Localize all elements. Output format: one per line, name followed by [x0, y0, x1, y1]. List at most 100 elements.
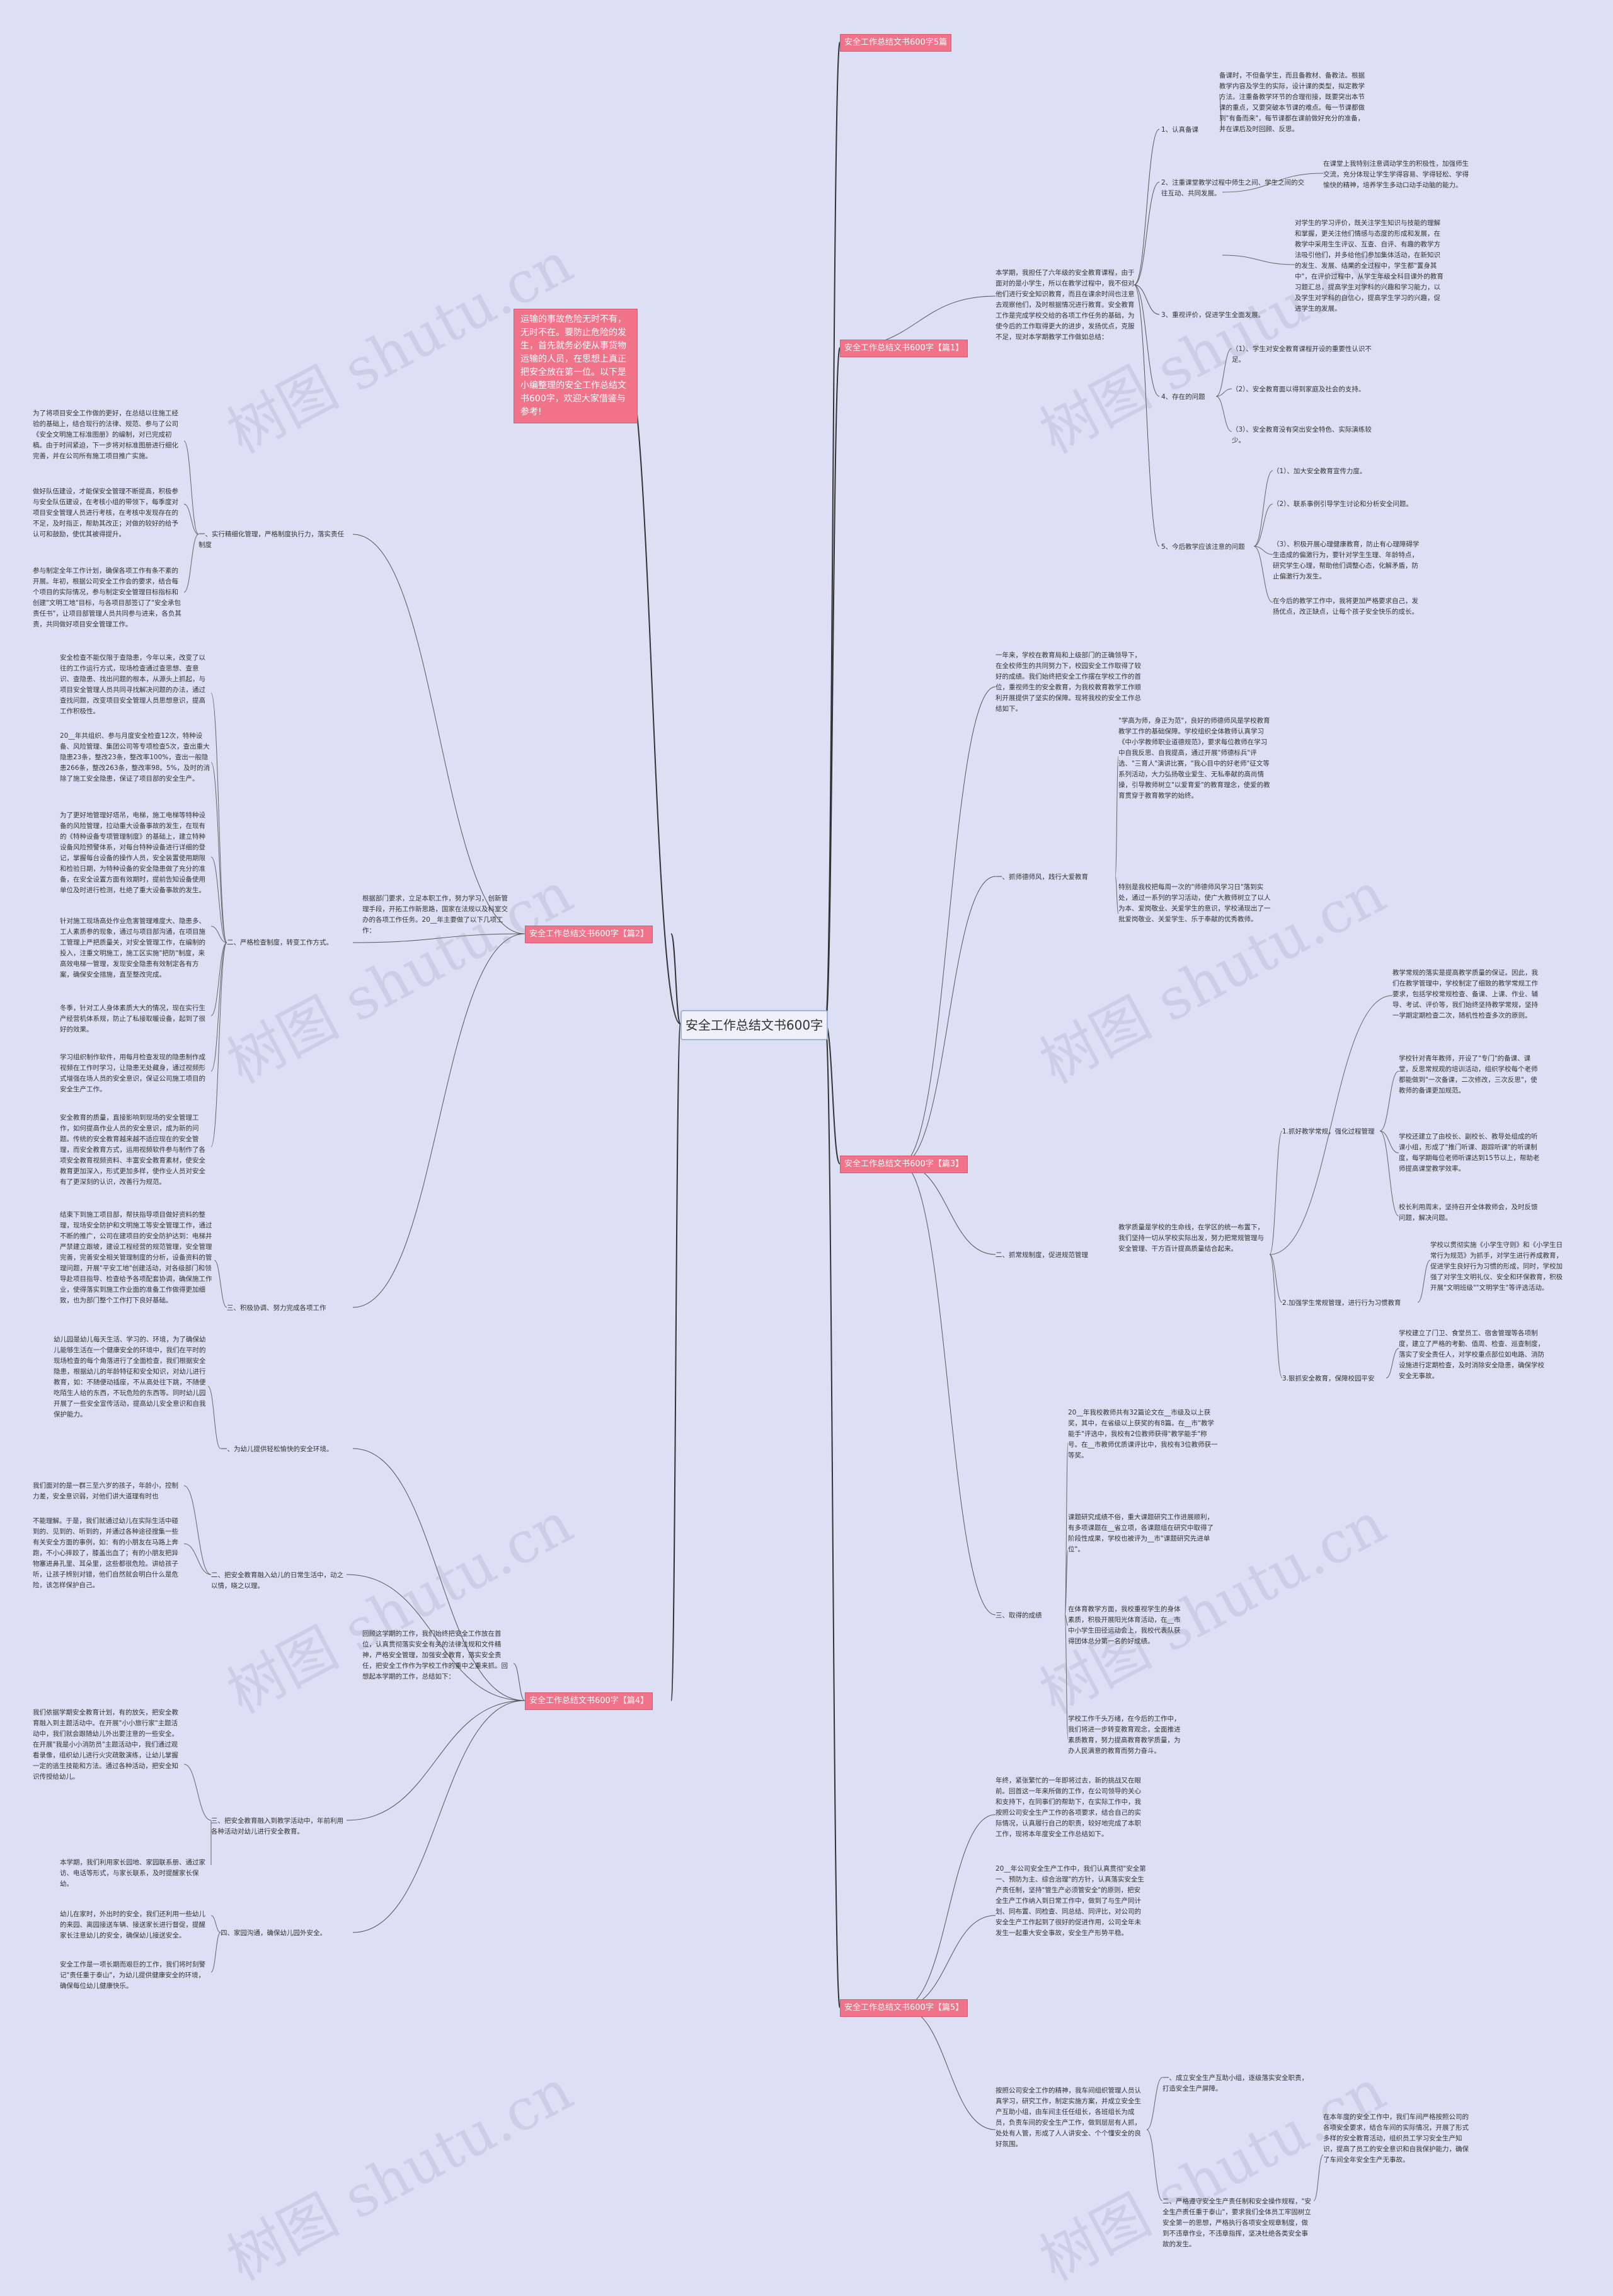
- b2-s2-para-6: 学习组织制作软件，用每月检查发现的隐患制作成视频在工作时学习，让隐患无处藏身，通…: [60, 1053, 205, 1093]
- b3-s2-sub1-link-0: [1379, 1071, 1399, 1132]
- root-topic[interactable]: 安全工作总结文书600字: [680, 1010, 828, 1040]
- b4-link-3: [352, 1700, 525, 1933]
- b1-link-0: [1134, 129, 1160, 285]
- b3-link-1: [900, 876, 996, 1164]
- b3-s3-link-2: [1064, 1614, 1069, 1626]
- b4-s2-link-1: [183, 1543, 212, 1575]
- b4-intro: 回顾这学期的工作，我们始终把安全工作放在首位，认真贯彻落实安全有关的法律法规和文…: [362, 1630, 508, 1680]
- b1-item-3-detail: 对学生的学习评价，既关注学生知识与技能的理解和掌握，更关注他们情感与态度的形成和…: [1295, 219, 1444, 313]
- b3-s3-para-4: 学校工作千头万绪，在今后的工作中，我们将进一步转变教育观念，全面推进素质教育，努…: [1068, 1715, 1181, 1755]
- b5-para-2: 20__年公司安全生产工作中，我们认真贯彻"安全第一、预防为主、综合治理"的方针…: [996, 1865, 1146, 1937]
- b2-link-0: [352, 534, 525, 934]
- b2-s2-para-2: 20__年共组织、参与月度安全检查12次，特种设备、风险管理、集团公司等专项检查…: [60, 732, 210, 783]
- b3-s2-sub-2: 2.加强学生常规管理，进行行为习惯教育: [1282, 1299, 1401, 1307]
- b5-s2-para-link: [1313, 2154, 1324, 2201]
- b2-s1-para-3: 参与制定全年工作计划，确保各项工作有条不紊的开展。年初，根据公司安全工作会的要求…: [33, 567, 181, 628]
- b1-intro: 本学期，我担任了六年级的安全教育课程，由于面对的是小学生，所以在教学过程中，我不…: [996, 269, 1135, 341]
- b1-sub-link-1: [1222, 173, 1324, 193]
- b5-link-0: [900, 1814, 996, 2008]
- branch-5[interactable]: 安全工作总结文书600字【篇5】: [840, 1999, 968, 2017]
- b2-s1-link-2: [183, 534, 199, 593]
- b3-link-0: [900, 686, 996, 1164]
- b3-s1-para-2: 特别是我校把每周一次的"师德师风学习日"落到实处，通过一系列的学习活动，使广大教…: [1118, 883, 1271, 923]
- b3-s3-link-3: [1064, 1614, 1069, 1740]
- root-link-left-0: [670, 933, 681, 1025]
- branch-2[interactable]: 安全工作总结文书600字【篇2】: [525, 926, 653, 943]
- b3-s1-link-0: [1115, 755, 1119, 877]
- intro-note[interactable]: 运输的事故危险无时不有，无时不在。要防止危险的发生，首先就务必使从事货物运输的人…: [514, 309, 638, 423]
- b3-s3-para-1: 20__年我校教师共有32篇论文在__市级及以上获奖，其中，在省级以上获奖的有8…: [1068, 1409, 1218, 1459]
- b2-section-1: 一、实行精细化管理，严格制度执行力，落实责任制度: [198, 531, 344, 549]
- b2-section-2: 二、严格检查制度，转变工作方式。: [227, 939, 333, 946]
- b1-item-3: 3、重视评价，促进学生全面发展。: [1161, 311, 1265, 319]
- b1-item-4-sub1: （1）、学生对安全教育课程开设的重要性认识不足。: [1232, 345, 1372, 364]
- b2-s2-link-6: [210, 942, 227, 1147]
- b1-item5-link-1: [1253, 503, 1273, 547]
- b1-link-4: [1134, 284, 1160, 547]
- b4-s1-para-1: 幼儿园是幼儿每天生活、学习的、环境，为了确保幼儿能够生活在一个健康安全的环境中，…: [54, 1336, 206, 1418]
- b2-s2-link-3: [210, 926, 227, 943]
- b3-s2-sub-3-para: 学校建立了门卫、食堂员工、宿舍管理等各项制度，建立了严格的考勤、值周、检查、巡查…: [1399, 1329, 1544, 1380]
- b1-item-4-sub2: （2）、安全教育面以得到家庭及社会的支持。: [1232, 386, 1365, 393]
- b4-s2-link-0: [183, 1485, 212, 1575]
- b2-s2-link-1: [210, 762, 227, 943]
- b4-s3-para-2: 本学期，我们利用家长园地、家园联系册、通过家访、电话等形式，与家长联系，及时提醒…: [60, 1859, 205, 1888]
- branch-4[interactable]: 安全工作总结文书600字【篇4】: [525, 1692, 653, 1710]
- b2-s1-link-0: [183, 440, 199, 535]
- b3-s2-sub-1-para-1: 学校针对青年教师，开设了"专门"的备课、课堂，反思常规观的培训活动，组织学校每个…: [1399, 1055, 1538, 1094]
- b3-s1-para-1: "学高为师，身正为范"，良好的师德师风是学校教育教学工作的基础保障。学校组织全体…: [1118, 717, 1270, 800]
- b5-s-link-0: [1146, 2077, 1163, 2130]
- b2-section-3: 三、积极协调、努力完成各项工作: [227, 1304, 326, 1312]
- b2-s3-para-1: 结束下到施工项目部，帮扶指导项目做好资料的整理，现场安全防护和文明施工等安全管理…: [60, 1211, 212, 1304]
- b4-s2-para-2: 不能理解。于是，我们就通过幼儿在实际生活中碰到的、见到的、听到的，并通过各种途径…: [33, 1517, 178, 1589]
- b1-item-4: 4、存在的问题: [1161, 393, 1205, 401]
- b1-item5-link-3: [1253, 546, 1273, 603]
- b2-s2-link-2: [210, 856, 227, 943]
- b5-s2-para: 在本年度的安全工作中，我们车间严格按照公司的各项安全要求，结合车间的实际情况，开…: [1323, 2113, 1469, 2164]
- branch-3[interactable]: 安全工作总结文书600字【篇3】: [840, 1156, 968, 1173]
- b1-item-2-detail: 在课堂上我特别注意调动学生的积极性，加强师生交流，充分体现让学生学得容易、学得轻…: [1323, 160, 1469, 189]
- b4-s1-link-0: [207, 1386, 221, 1449]
- b3-link-2: [900, 1163, 996, 1255]
- b3-s2-para-1: 教学常规的落实是提高教学质量的保证。因此，我们在教学管理中，学校制定了细致的教学…: [1392, 969, 1538, 1019]
- b4-s3-link-0: [183, 1764, 212, 1821]
- b3-link-3: [900, 1163, 996, 1616]
- b3-s2-sub-1-para-2: 学校还建立了由校长、副校长、教导处组成的听课小组，形成了"推门听课、跟踪听课"的…: [1399, 1133, 1540, 1173]
- b3-s2-link-1: [1269, 1254, 1283, 1303]
- b4-section-2: 二、把安全教育融入幼儿的日常生活中，动之以情，晓之以理。: [211, 1571, 343, 1590]
- b3-s2-sub1-link-1: [1379, 1130, 1399, 1154]
- b3-s2-sub2-link: [1417, 1260, 1431, 1303]
- b1-item-1: 1、认真备课: [1161, 126, 1199, 134]
- b1-item4-link-1: [1215, 388, 1232, 397]
- b2-s1-para-1: 为了将项目安全工作做的更好，在总结以往施工经验的基础上，结合现行的法律、规范、参…: [33, 410, 178, 460]
- b2-intro: 根据部门要求，立足本职工作，努力学习，创新管理手段，开拓工作新思路，国家在法规以…: [362, 895, 508, 934]
- b3-s2-sub-3: 3.狠抓安全教育，保障校园平安: [1282, 1375, 1375, 1382]
- b1-item-2: 2、注重课堂教学过程中师生之间、学生之间的交往互动、共同发展。: [1161, 179, 1305, 197]
- b4-s4-para-2: 安全工作是一项长期而艰巨的工作，我们将时刻警记"责任重于泰山"，为幼儿提供健康安…: [60, 1961, 205, 1990]
- b3-s3-link-0: [1064, 1442, 1069, 1616]
- b3-s2-sub-1-para-3: 校长利用周末，坚持召开全体教师会，及时反馈问题，解决问题。: [1399, 1203, 1538, 1222]
- b1-item4-link-0: [1215, 348, 1232, 397]
- b3-s1-link-1: [1115, 876, 1119, 914]
- b2-s1-link-1: [183, 503, 199, 535]
- b5-para-1: 年终，紧张繁忙的一年即将过去，新的挑战又在眼前。回首这一年来所做的工作，在公司领…: [996, 1777, 1141, 1838]
- branch-0[interactable]: 安全工作总结文书600字5篇: [840, 34, 952, 52]
- b2-link-2: [352, 933, 525, 1308]
- b1-sub-link-0: [1219, 94, 1223, 130]
- b2-s2-link-4: [210, 942, 227, 1016]
- b3-s2-para-link: [1269, 995, 1393, 1255]
- b1-item-5-sub1: （1）、加大安全教育宣传力度。: [1273, 468, 1367, 475]
- b3-s2-intro: 教学质量是学校的生命线，在学区的统一布置下，我们坚持一切从学校实际出发，努力把常…: [1118, 1224, 1264, 1253]
- branch-1[interactable]: 安全工作总结文书600字【篇1】: [840, 340, 968, 357]
- b3-section-2: 二、抓常规制度，促进规范管理: [996, 1251, 1088, 1259]
- b1-item5-link-2: [1253, 546, 1273, 555]
- b1-item-5: 5、今后教学应该注意的问题: [1161, 543, 1245, 551]
- b5-section-2: 二、严格遵守安全生产责任制和安全操作规程，"安全生产责任重于泰山"，要求我们全体…: [1162, 2198, 1311, 2248]
- b5-s1-para: 按照公司安全工作的精神，我车间组织管理人员认真学习，研究工作，制定实施方案，并成…: [996, 2087, 1141, 2148]
- b1-link-3: [1134, 284, 1160, 397]
- b2-s2-para-7: 安全教育的质量，直接影响到现场的安全管理工作，如何提高作业人员的安全意识，成为新…: [60, 1114, 205, 1186]
- b3-section-1: 一、抓师德师风，践行大爱教育: [996, 873, 1088, 881]
- b3-s3-link-1: [1064, 1549, 1069, 1616]
- b2-s2-link-0: [210, 692, 227, 943]
